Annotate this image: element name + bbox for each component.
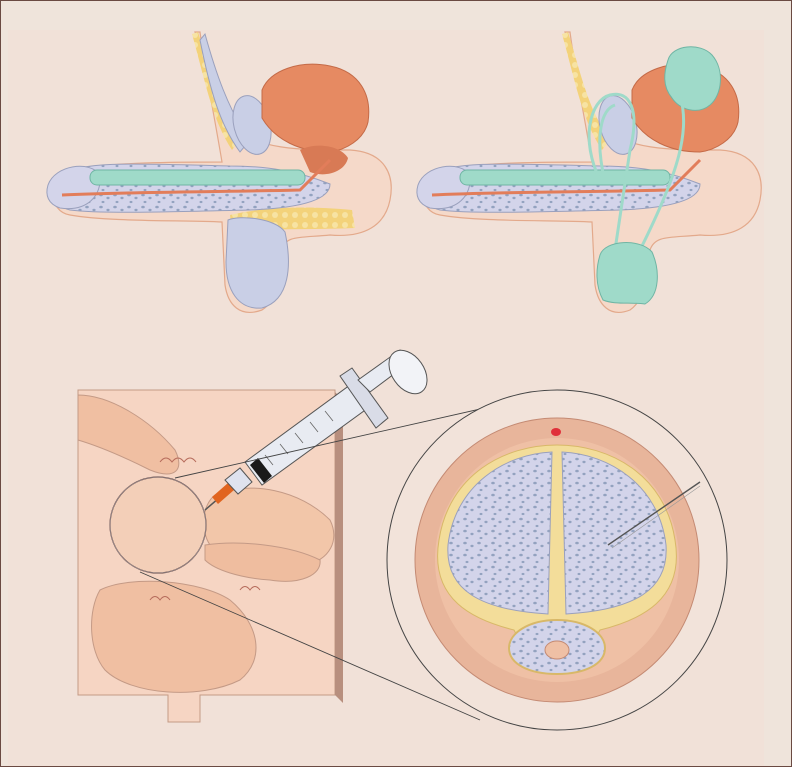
dorsal-vein: [551, 428, 561, 436]
panel-cross-section: [387, 390, 727, 730]
scene-shadow: [335, 392, 343, 703]
scrotum: [226, 218, 288, 308]
implant-cylinder: [90, 170, 305, 185]
pump: [597, 243, 657, 304]
implant-cylinder: [460, 170, 670, 185]
urethra-lumen: [545, 641, 569, 659]
magnifier-lens: [110, 477, 206, 573]
